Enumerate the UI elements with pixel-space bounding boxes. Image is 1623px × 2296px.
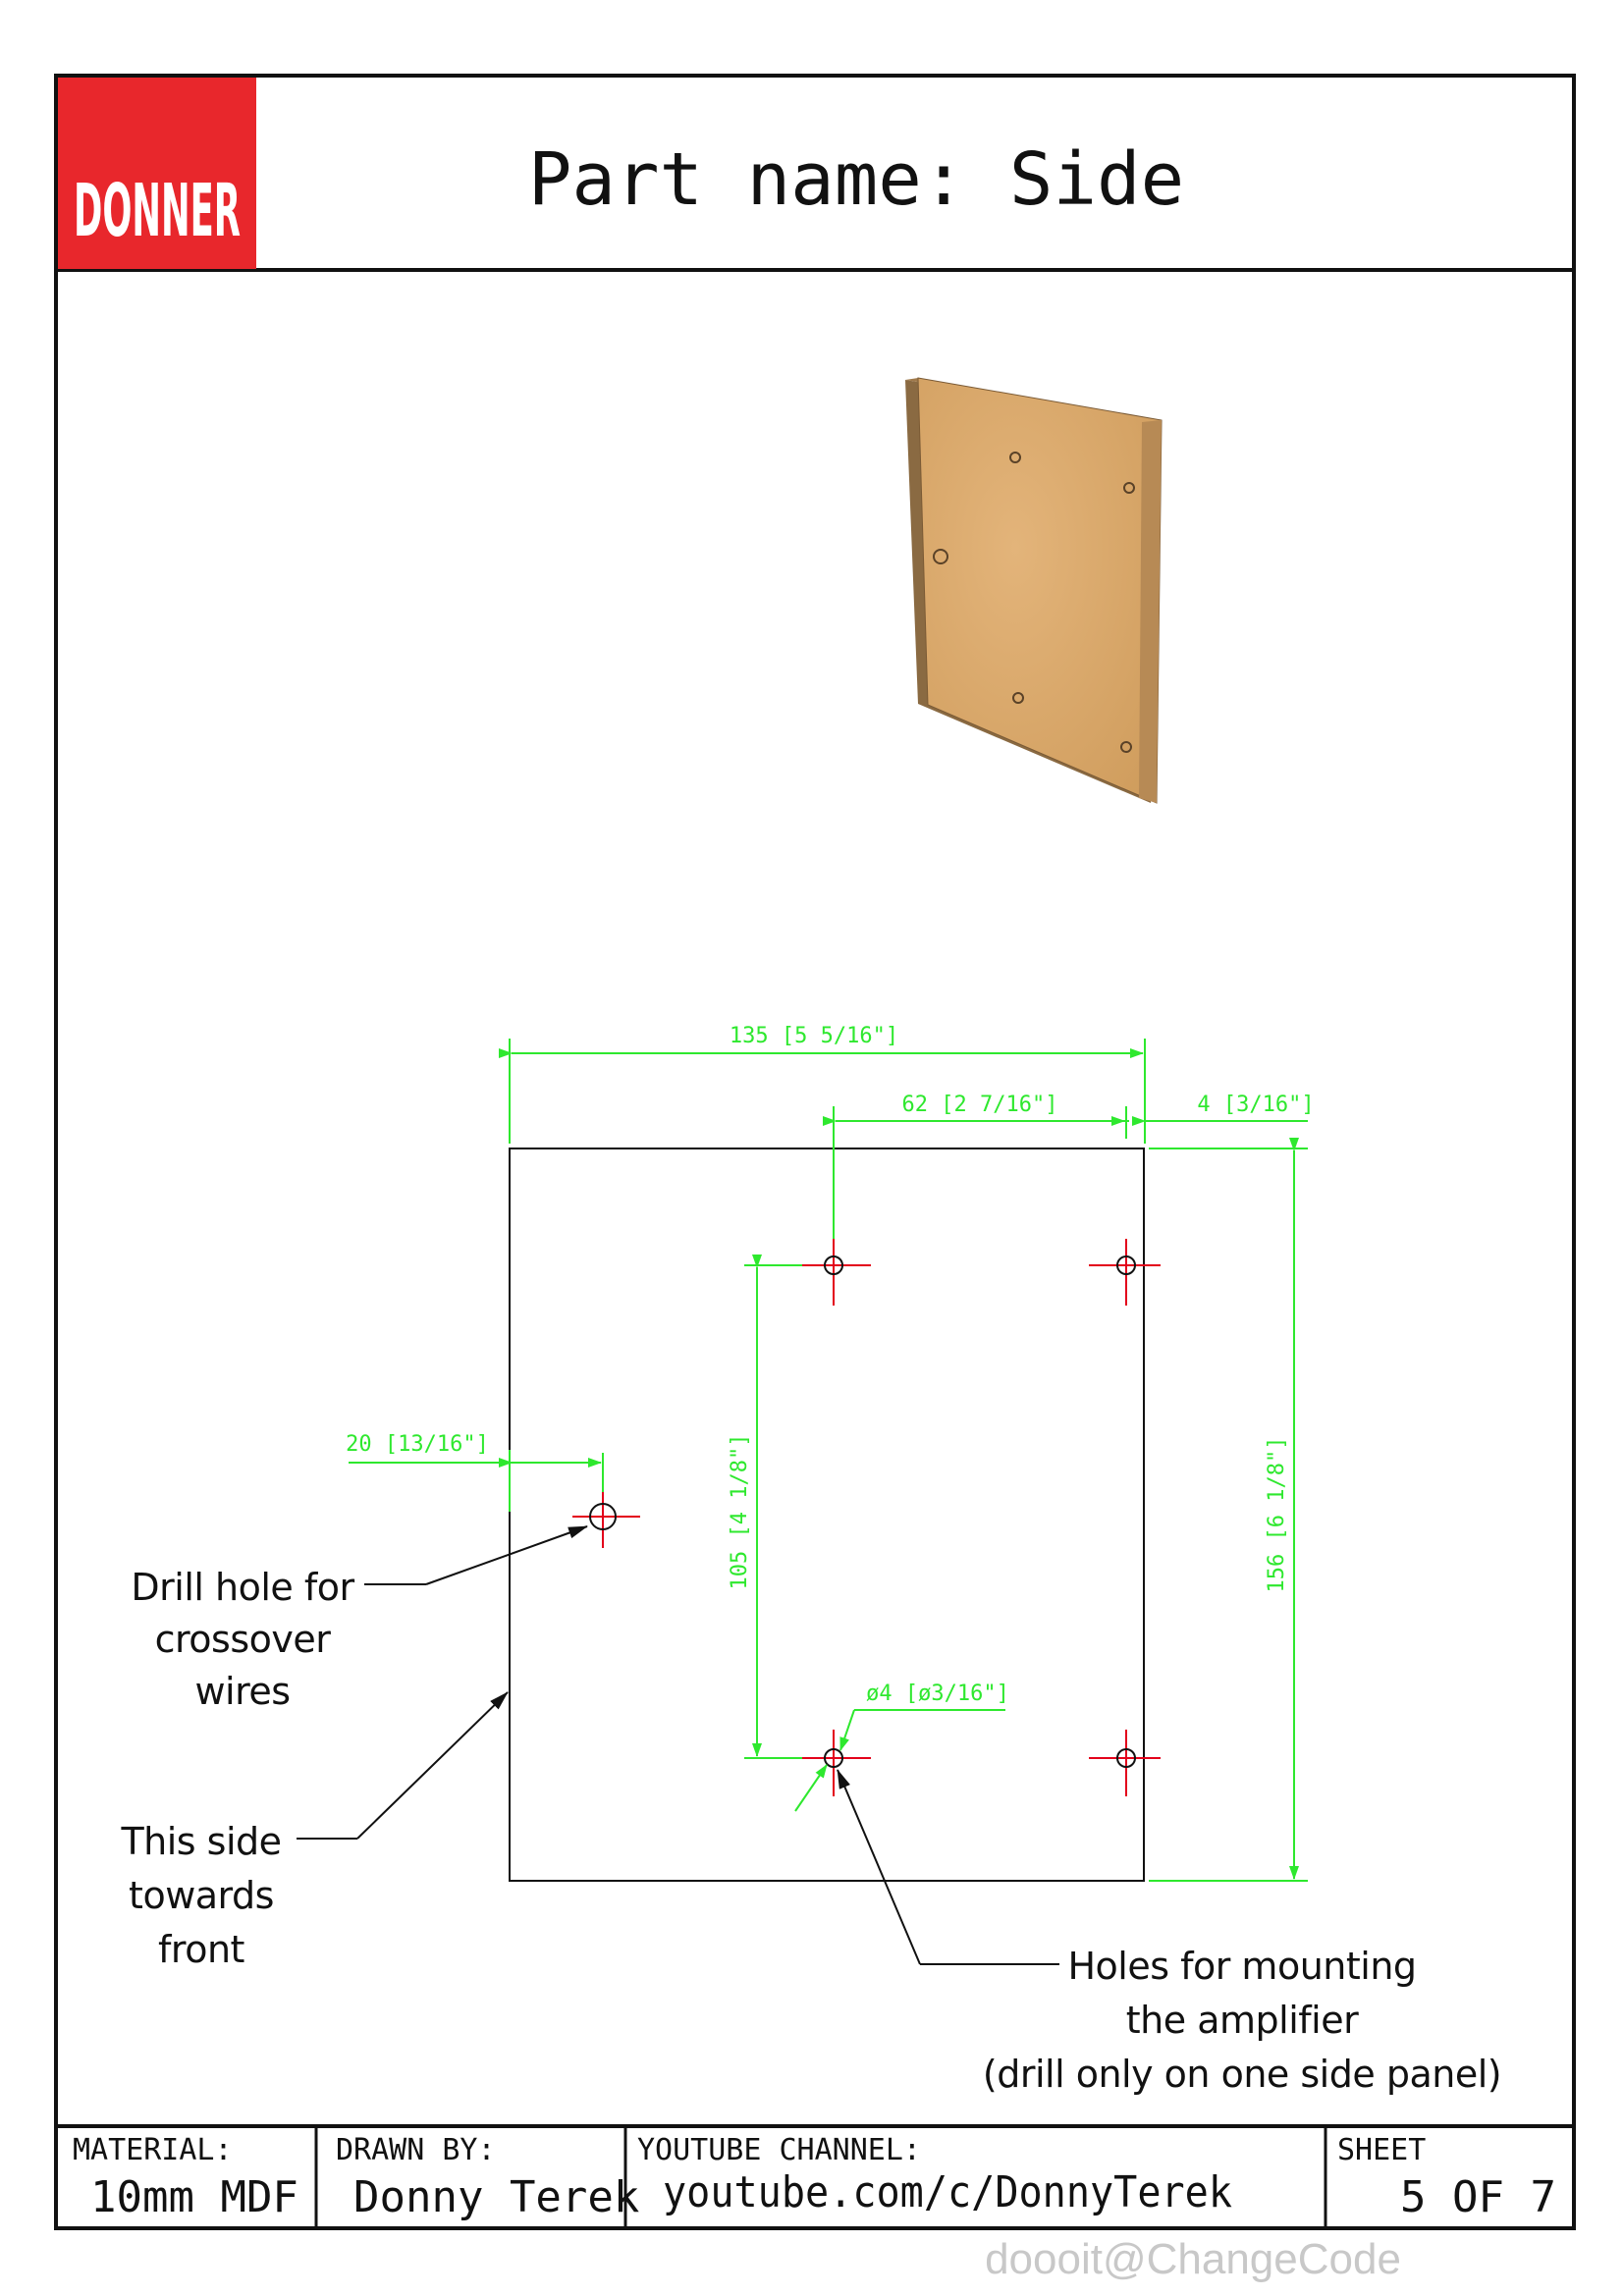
dim-edge-offset-right: 4 [3/16"] [1124,1093,1315,1126]
dim-overall-height-text: 156 [6 1/8"] [1265,1437,1289,1593]
drawn-by-value: Donny Terek [353,2172,639,2222]
leader-drill-hole [364,1525,588,1585]
sheet-label: SHEET [1337,2133,1426,2167]
note-front-side: This side towards front [120,1820,282,1971]
dim-edge-offset-left-text: 20 [13/16"] [346,1432,489,1457]
drawn-by-label: DRAWN BY: [336,2133,496,2167]
note-amp-holes: Holes for mounting the amplifier (drill … [983,1945,1502,2096]
part-title: Part name: Side [528,137,1184,222]
crossover-hole [572,1492,640,1548]
channel-value[interactable]: youtube.com/c/DonnyTerek [663,2167,1232,2217]
amp-hole-bottom-left [802,1730,871,1796]
amp-hole-bottom-right [1089,1730,1161,1796]
dim-hole-spacing-y: 105 [4 1/8"] [728,1255,830,1759]
leader-front-side [297,1691,509,1840]
note-amp-holes-line1: Holes for mounting [1067,1945,1416,1988]
sheet-value: 5 OF 7 [1400,2172,1556,2222]
material-value: 10mm MDF [90,2172,298,2222]
note-drill-hole: Drill hole for crossover wires [131,1566,355,1713]
dim-hole-spacing-y-text: 105 [4 1/8"] [728,1434,752,1590]
dim-overall-height: 156 [6 1/8"] [1149,1138,1308,1882]
note-drill-hole-line3: wires [194,1670,290,1713]
dim-hole-spacing-x: 62 [2 7/16"] [823,1093,1127,1247]
watermark-text: doooit@ChangeCode [985,2235,1401,2283]
dim-hole-diameter-text: ø4 [ø3/16"] [866,1682,1009,1706]
note-front-side-line2: towards [129,1874,274,1917]
leader-amp-holes [837,1769,1059,1965]
note-drill-hole-line2: crossover [155,1618,332,1661]
title-block: MATERIAL: 10mm MDF DRAWN BY: Donny Terek… [56,2124,1574,2228]
amp-hole-top-left [802,1239,871,1306]
dim-hole-spacing-x-text: 62 [2 7/16"] [902,1093,1058,1117]
sheet-border [54,74,1576,2230]
note-front-side-line3: front [158,1928,244,1971]
channel-label: YOUTUBE CHANNEL: [637,2133,921,2167]
note-drill-hole-line1: Drill hole for [131,1566,354,1609]
note-amp-holes-line3: (drill only on one side panel) [983,2053,1501,2096]
dim-hole-diameter: ø4 [ø3/16"] [794,1682,1009,1812]
note-front-side-line1: This side [120,1820,281,1863]
amp-hole-top-right [1089,1239,1161,1306]
note-amp-holes-line2: the amplifier [1126,1999,1359,2042]
donner-logo: DONNER [58,78,256,269]
logo-text: DONNER [74,169,241,253]
panel-outline [509,1148,1145,1882]
dim-overall-width: 135 [5 5/16"] [499,1024,1146,1144]
side-panel-render [905,377,1163,804]
material-label: MATERIAL: [73,2133,233,2167]
dim-overall-width-text: 135 [5 5/16"] [730,1024,898,1048]
dim-edge-offset-right-text: 4 [3/16"] [1197,1093,1314,1117]
dim-edge-offset-left: 20 [13/16"] [346,1432,604,1526]
